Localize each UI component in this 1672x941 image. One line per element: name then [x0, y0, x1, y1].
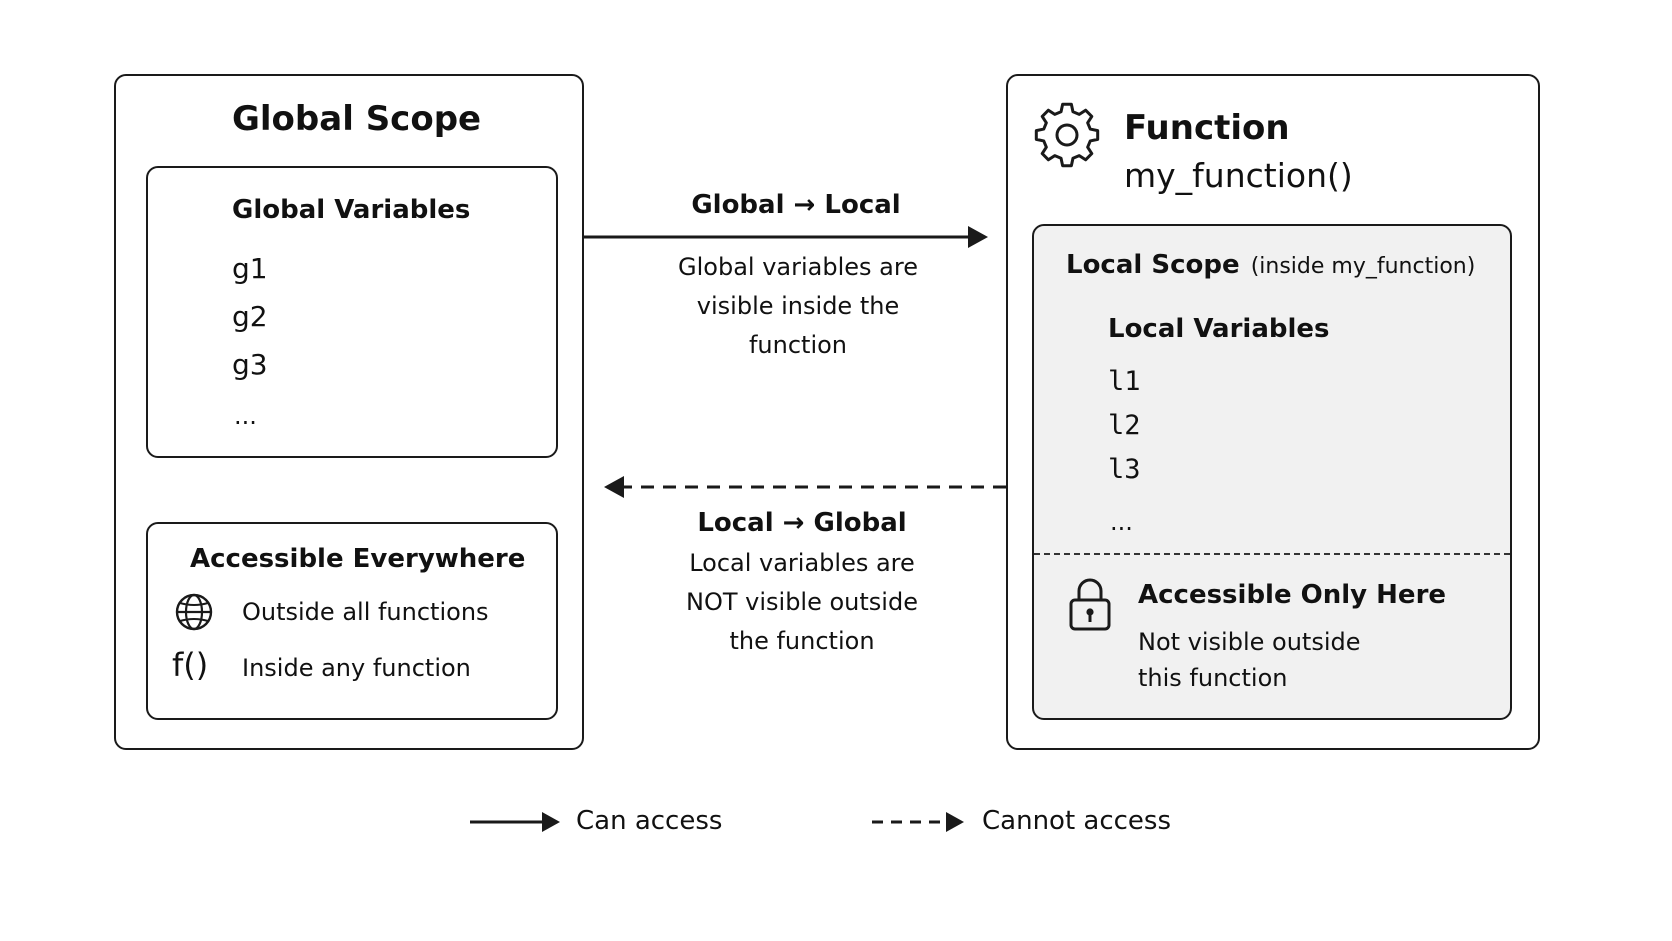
global-scope-title: Global Scope [232, 99, 482, 139]
accessible-item-label: Outside all functions [242, 598, 489, 626]
local-access-description: this function [1138, 664, 1288, 692]
function-name: my_function() [1124, 156, 1353, 195]
function-icon: f() [172, 646, 209, 684]
local-variable-item: l2 [1108, 410, 1141, 441]
global-variable-item: g2 [232, 300, 268, 333]
global-variable-item: g1 [232, 252, 268, 285]
global-to-local-arrow [584, 226, 988, 248]
local-scope-divider [1034, 553, 1510, 555]
global-to-local-label: Global → Local [691, 190, 901, 220]
global-variable-item: g3 [232, 348, 268, 381]
legend-can-access-label: Can access [576, 806, 723, 836]
global-variables-heading: Global Variables [232, 195, 471, 225]
local-variables-heading: Local Variables [1108, 314, 1330, 344]
local-scope-title-row: Local Scope (inside my_function) [1066, 250, 1475, 280]
local-scope-panel [1032, 224, 1512, 720]
local-to-global-arrow [604, 476, 1006, 498]
global-variables-panel [146, 166, 558, 458]
local-to-global-label: Local → Global [697, 508, 907, 538]
local-variable-item: l1 [1108, 366, 1141, 397]
local-access-description: Not visible outside [1138, 628, 1361, 656]
globe-icon [174, 592, 214, 632]
lock-icon [1068, 576, 1112, 632]
gear-icon [1032, 100, 1102, 170]
function-title: Function [1124, 108, 1290, 148]
local-variable-item: ... [1110, 508, 1133, 536]
accessible-everywhere-heading: Accessible Everywhere [190, 544, 526, 574]
accessible-item-label: Inside any function [242, 654, 471, 682]
legend-dashed-arrow [872, 812, 964, 832]
legend-cannot-access-label: Cannot access [982, 806, 1172, 836]
local-scope-title: Local Scope [1066, 250, 1240, 280]
global-variable-item: ... [234, 402, 257, 430]
local-variable-item: l3 [1108, 454, 1141, 485]
global-to-local-description: Global variables are visible inside the … [678, 253, 918, 359]
legend-solid-arrow [470, 812, 560, 832]
local-scope-subtitle: (inside my_function) [1250, 254, 1476, 279]
accessible-everywhere-panel [146, 522, 558, 720]
local-to-global-description: Local variables are NOT visible outside … [686, 549, 918, 655]
local-access-heading: Accessible Only Here [1138, 580, 1447, 610]
